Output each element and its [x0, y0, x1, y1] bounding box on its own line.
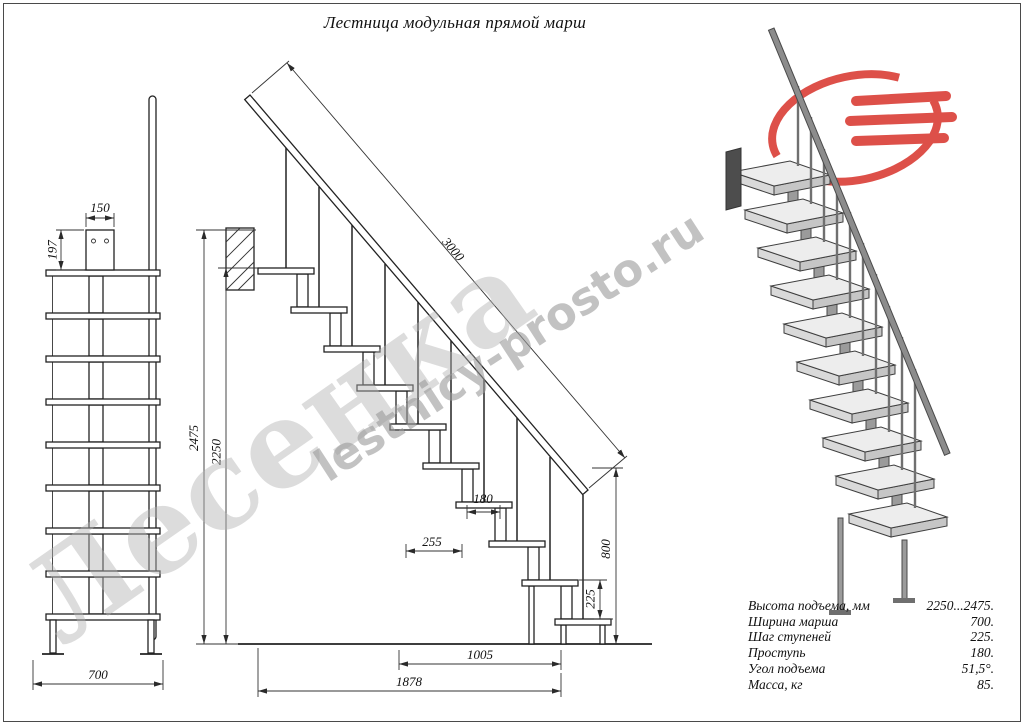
dim-800-label: 800 — [598, 539, 613, 559]
dim-197: 197 — [45, 229, 84, 271]
wall-hatch — [225, 227, 255, 291]
dim-255-label: 255 — [422, 534, 442, 549]
dim-255: 255 — [405, 534, 463, 558]
spec-value: 225. — [970, 629, 994, 645]
spec-row: Угол подъема 51,5°. — [748, 661, 994, 677]
wall-bracket-front — [85, 229, 115, 271]
dim-700: 700 — [32, 660, 164, 690]
spec-row: Проступь 180. — [748, 645, 994, 661]
spec-row: Шаг ступеней 225. — [748, 629, 994, 645]
dim-180: 180 — [466, 491, 501, 519]
handrail-3d — [767, 27, 951, 456]
dim-197-label: 197 — [45, 240, 60, 260]
spec-label: Ширина марша — [748, 613, 839, 629]
dim-1005-label: 1005 — [467, 647, 494, 662]
dim-2250: 2250 — [209, 267, 258, 644]
spec-value: 51,5°. — [961, 660, 994, 676]
dim-1878: 1878 — [257, 648, 562, 697]
treads-3d — [730, 160, 949, 538]
dim-180-label: 180 — [473, 491, 493, 506]
dim-800: 800 — [592, 467, 623, 644]
dim-700-label: 700 — [88, 667, 108, 682]
dim-2475: 2475 — [186, 229, 256, 645]
dim-150: 150 — [85, 200, 115, 227]
front-view: 150 197 700 — [32, 95, 164, 690]
spec-label: Проступь — [748, 645, 806, 661]
dim-2250-label: 2250 — [209, 439, 224, 466]
wall-bracket-3d — [725, 147, 742, 211]
dim-150-label: 150 — [90, 200, 110, 215]
drawing-title: Лестница модульная прямой марш — [323, 13, 587, 32]
iso-view — [725, 27, 951, 615]
dim-1878-label: 1878 — [396, 674, 423, 689]
spec-table: Высота подъема, мм 2250...2475. Ширина м… — [748, 598, 994, 692]
brand-logo — [768, 70, 957, 186]
dim-225: 225 — [579, 579, 613, 620]
spec-row: Высота подъема, мм 2250...2475. — [748, 598, 994, 614]
side-view: 2475 2250 3000 180 255 800 — [186, 60, 652, 697]
spec-value: 180. — [970, 645, 994, 661]
dim-225-label: 225 — [583, 589, 598, 609]
spec-row: Ширина марша 700. — [748, 614, 994, 630]
spec-label: Угол подъема — [748, 660, 826, 676]
spec-value: 2250...2475. — [926, 598, 995, 613]
spec-value: 85. — [977, 676, 994, 692]
spec-label: Масса, кг — [748, 676, 803, 692]
dim-2475-label: 2475 — [186, 425, 201, 452]
spec-label: Высота подъема, мм — [748, 598, 870, 613]
dim-1005: 1005 — [398, 647, 562, 670]
spec-row: Масса, кг 85. — [748, 677, 994, 693]
spec-label: Шаг ступеней — [748, 629, 832, 645]
spec-value: 700. — [970, 613, 994, 629]
